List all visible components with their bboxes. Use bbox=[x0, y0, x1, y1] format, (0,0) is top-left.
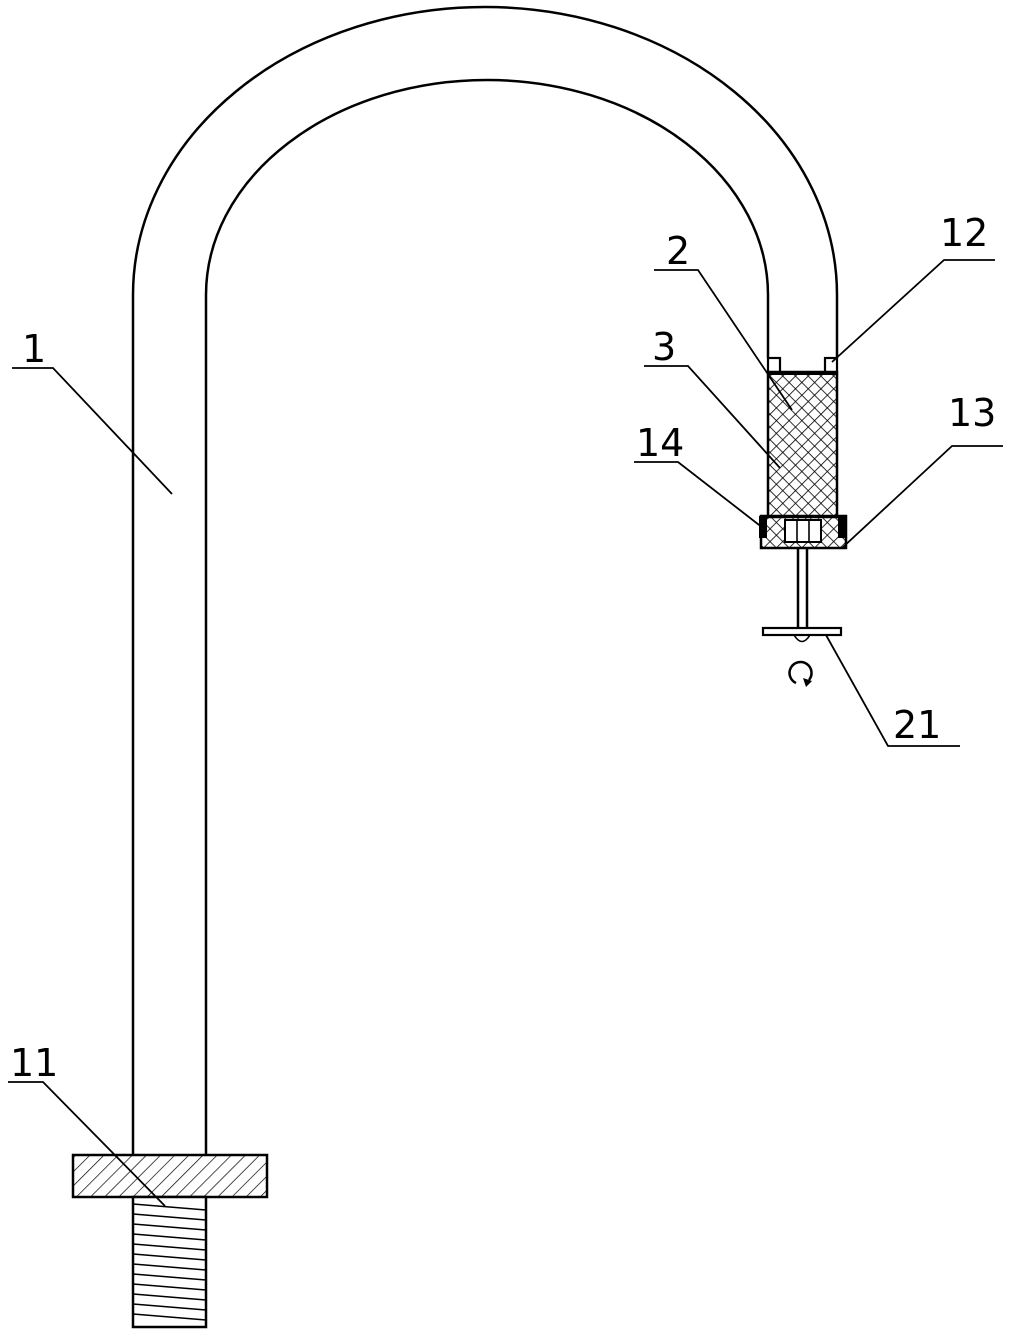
label-outlet-cap: 13 bbox=[948, 391, 996, 435]
label-seal-ring: 14 bbox=[636, 421, 684, 465]
label-spray-disc: 21 bbox=[893, 703, 941, 747]
faucet-pipe bbox=[131, 5, 839, 1155]
label-filter-core: 3 bbox=[652, 325, 676, 369]
label-faucet-body: 1 bbox=[22, 327, 46, 371]
leader-lines bbox=[8, 259, 1003, 1207]
label-threaded-base: 11 bbox=[10, 1041, 58, 1085]
outlet-flange bbox=[766, 356, 839, 376]
label-filter-holder: 2 bbox=[666, 229, 690, 273]
spray-disc bbox=[761, 548, 843, 643]
base-flange bbox=[71, 1153, 269, 1199]
threaded-base bbox=[131, 1195, 208, 1329]
outlet-cap bbox=[759, 514, 848, 550]
filter-core bbox=[767, 373, 838, 517]
rotation-arrow-icon bbox=[788, 660, 813, 687]
label-outlet-flange: 12 bbox=[940, 211, 988, 255]
